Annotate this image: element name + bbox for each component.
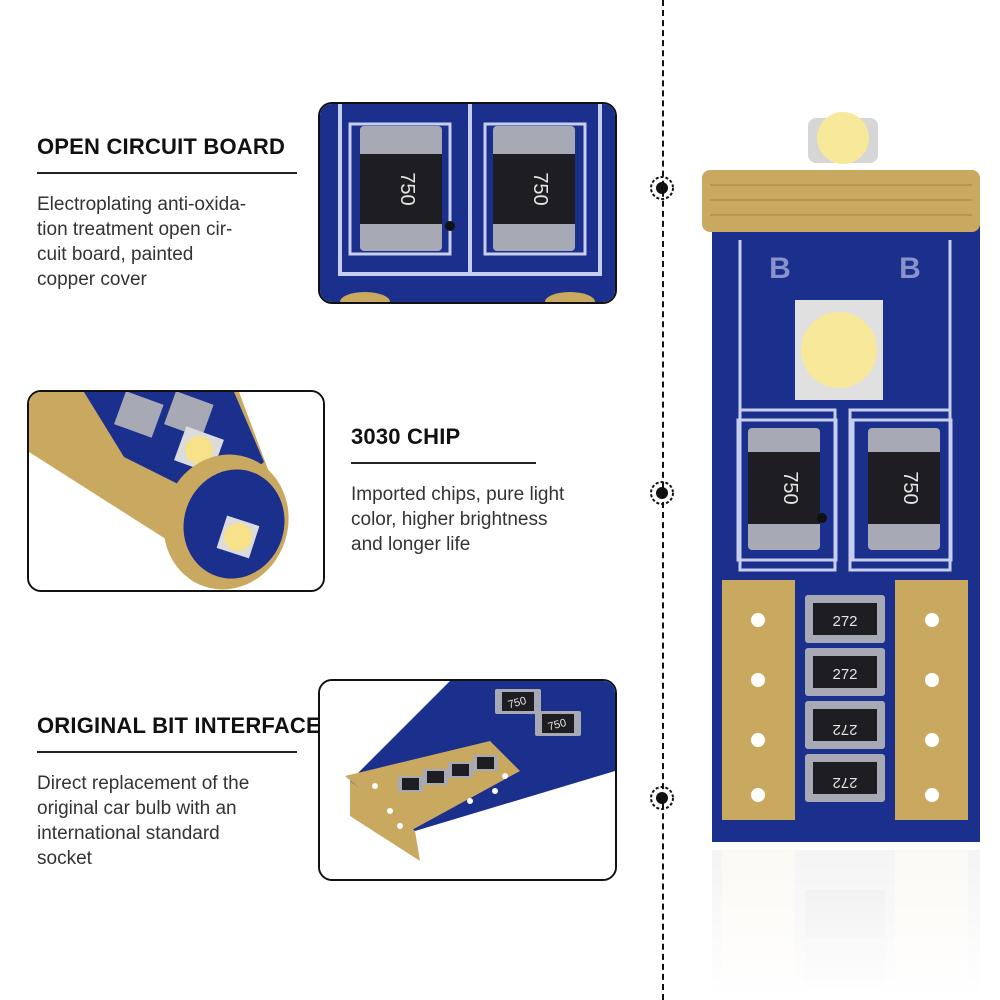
callout-marker-icon [650,481,674,505]
title-underline [37,172,297,174]
bit-interface-image: 750 750 [318,679,617,881]
resistor-code-label: 750 [547,717,568,733]
callout-marker-icon [650,786,674,810]
board-mark-label: B [899,252,921,285]
circuit-board-closeup-image: 750 750 [318,102,617,304]
resistor-code-label: 750 [396,172,418,205]
resistor-code-label: 272 [832,613,857,630]
resistor-code-label: 750 [529,172,551,205]
feature-description: Direct replacement of the original car b… [37,773,250,869]
chip-angle-image [27,390,325,592]
feature-original-bit-interface: ORIGINAL BIT INTERFACE Direct replacemen… [37,713,321,871]
dashed-divider-line [662,0,664,1000]
feature-open-circuit-board: OPEN CIRCUIT BOARD Electroplating anti-o… [37,134,307,292]
board-mark-label: B [769,252,791,285]
feature-description: Imported chips, pure light color, higher… [351,484,565,555]
t10-led-bulb-product-image: B B 750 750 272 [700,100,990,1000]
feature-3030-chip: 3030 CHIP Imported chips, pure light col… [351,424,626,557]
resistor-code-label: 750 [779,471,801,504]
resistor-code-label: 750 [899,471,921,504]
feature-title: OPEN CIRCUIT BOARD [37,134,286,159]
feature-description: Electroplating anti-oxida- tion treatmen… [37,194,247,290]
resistor-code-label: 272 [832,774,857,791]
resistor-code-label: 750 [507,695,528,711]
resistor-code-label: 272 [832,721,857,738]
feature-title: 3030 CHIP [351,424,461,449]
title-underline [351,462,536,464]
callout-marker-icon [650,176,674,200]
feature-title: ORIGINAL BIT INTERFACE [37,713,321,738]
resistor-code-label: 272 [832,666,857,683]
title-underline [37,751,297,753]
